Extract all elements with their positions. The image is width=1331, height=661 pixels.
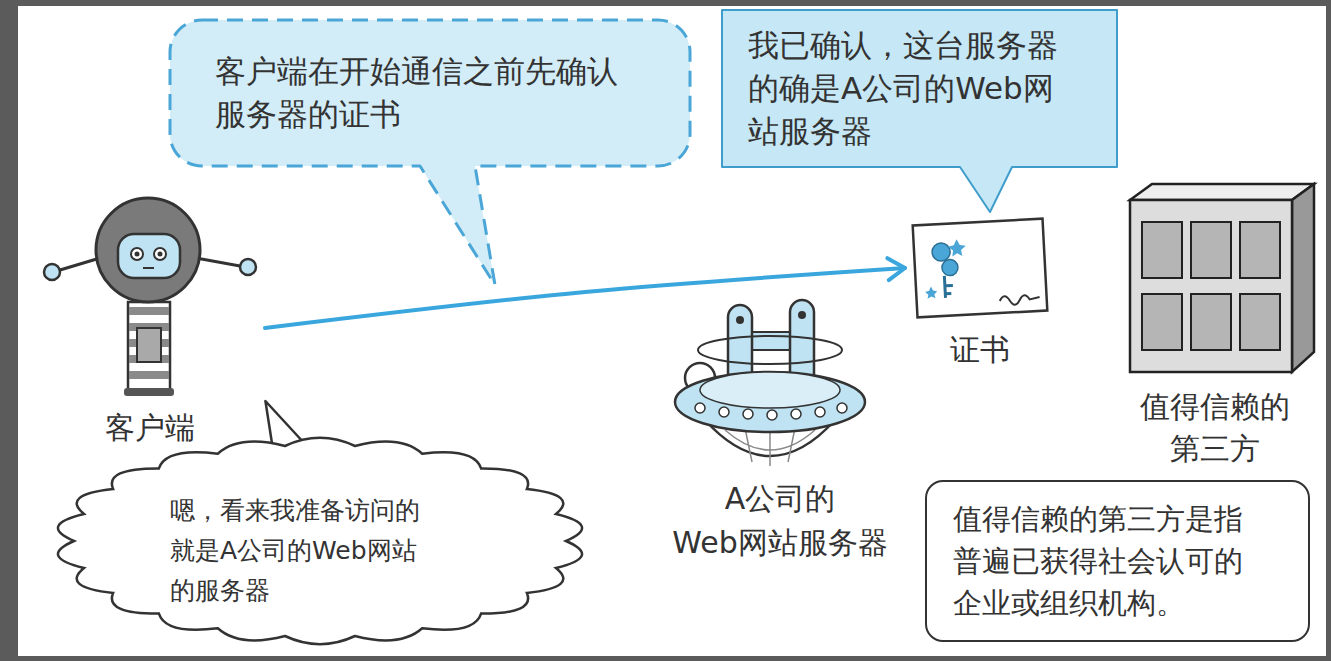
building-front xyxy=(1130,200,1292,372)
arrow-connector xyxy=(265,268,905,328)
ufo-top xyxy=(700,372,840,408)
robot-pupil xyxy=(158,252,163,257)
note-box: 值得信赖的第三方是指 普遍已获得社会认可的 企业或组织机构。 xyxy=(925,480,1310,642)
building-window xyxy=(1142,294,1182,350)
client-figure: 客户端 xyxy=(35,190,265,450)
robot-figure xyxy=(44,198,256,396)
figure-label: 证书 xyxy=(950,328,1010,372)
building-window xyxy=(1191,294,1231,350)
figure-label: 客户端 xyxy=(105,406,195,450)
building-window xyxy=(1191,222,1231,278)
ufo-light xyxy=(743,409,753,419)
callout-shape xyxy=(170,20,690,285)
node-text: 嗯，看来我准备访问的 就是A公司的Web网站 的服务器 xyxy=(170,491,440,611)
ufo-rim xyxy=(675,372,865,432)
callout-outline xyxy=(170,20,690,166)
node-text: 我已确认，这台服务器 的确是A公司的Web网 站服务器 xyxy=(748,24,1091,153)
certificate-seal xyxy=(942,259,959,276)
robot-pupil xyxy=(135,252,140,257)
robot-stripe xyxy=(129,371,169,379)
robot-panel xyxy=(137,328,161,362)
ufo-light xyxy=(791,409,801,419)
node-text: 客户端在开始通信之前先确认 服务器的证书 xyxy=(215,50,645,136)
building-window xyxy=(1240,294,1280,350)
ufo-server xyxy=(675,300,865,466)
ufo-light xyxy=(815,407,825,417)
building-side xyxy=(1292,184,1314,372)
figure-label: A公司的 Web网站服务器 xyxy=(640,477,920,565)
robot-stripe xyxy=(129,307,169,315)
certificate-key xyxy=(944,275,953,297)
robot-hand xyxy=(44,264,60,280)
server-figure: A公司的 Web网站服务器 xyxy=(640,290,920,565)
certificate-seal xyxy=(932,243,951,262)
node-text: 值得信赖的第三方是指 普遍已获得社会认可的 企业或组织机构。 xyxy=(953,498,1282,624)
certificate-figure: 证书 xyxy=(905,212,1055,372)
ufo-light xyxy=(767,410,777,420)
certificate-sheet xyxy=(913,219,1048,318)
robot-hand xyxy=(240,259,256,275)
cloud-shape xyxy=(58,438,582,644)
robot-arm xyxy=(60,258,100,270)
robot-mouth xyxy=(143,267,154,269)
robot-arm xyxy=(196,258,240,266)
ufo-mesh xyxy=(725,428,815,466)
robot-feet xyxy=(124,388,174,396)
building-window xyxy=(1240,222,1280,278)
robot-body xyxy=(128,302,170,390)
building-roof xyxy=(1130,184,1314,200)
robot-eye xyxy=(154,248,166,260)
callout-shape xyxy=(722,10,1117,212)
certificate-star xyxy=(947,239,966,257)
building-window xyxy=(1142,222,1182,278)
ufo-ring xyxy=(698,336,842,364)
robot-head xyxy=(96,198,200,302)
certificate-signature xyxy=(1000,294,1040,305)
certificate-picture xyxy=(913,219,1048,318)
callout-bubble: 客户端在开始通信之前先确认 服务器的证书 xyxy=(170,20,690,166)
ufo-window xyxy=(736,316,744,324)
building-figure xyxy=(1130,184,1314,372)
ufo-light xyxy=(695,403,705,413)
callout-box: 我已确认，这台服务器 的确是A公司的Web网 站服务器 xyxy=(722,10,1117,167)
robot-eye xyxy=(131,248,143,260)
figure-label: 值得信赖的 第三方 xyxy=(1108,386,1322,470)
third-party-figure: 值得信赖的 第三方 xyxy=(1108,180,1322,470)
certificate-star xyxy=(925,286,938,299)
ufo-light xyxy=(719,407,729,417)
ufo-light xyxy=(837,403,847,413)
robot-face xyxy=(118,234,180,278)
ufo-window xyxy=(798,311,806,319)
thought-cloud: 嗯，看来我准备访问的 就是A公司的Web网站 的服务器 xyxy=(60,431,580,651)
